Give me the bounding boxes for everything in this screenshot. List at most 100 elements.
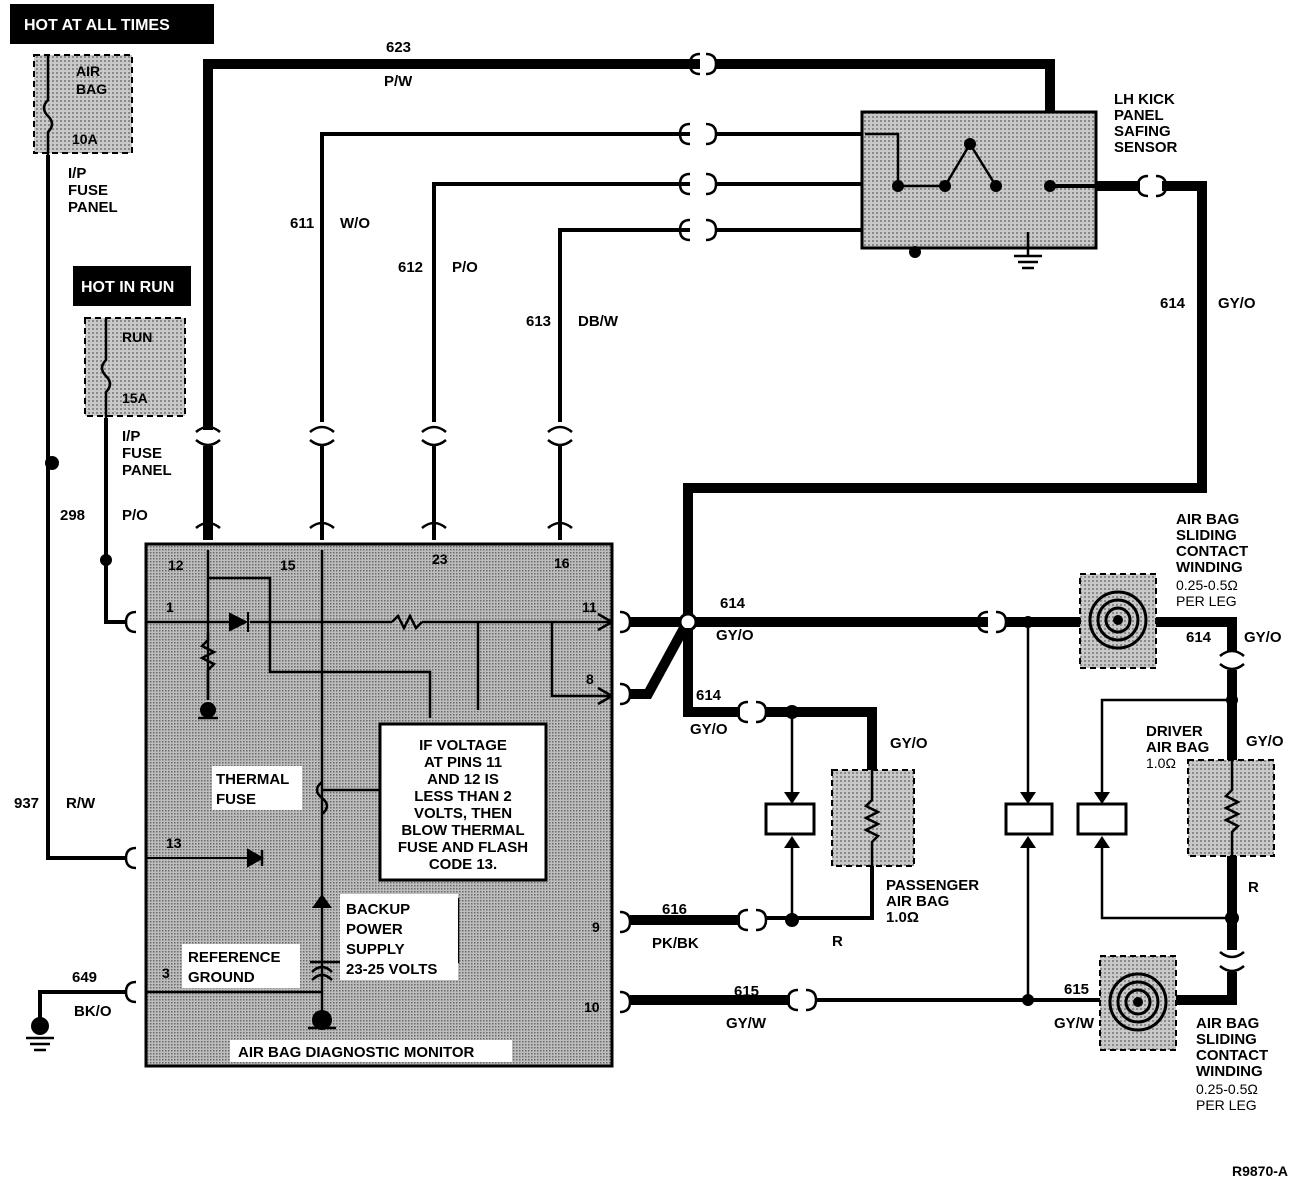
wire-649 [38, 990, 126, 1020]
sensor-label-2: PANEL [1114, 107, 1164, 124]
svg-text:AND 12 IS: AND 12 IS [427, 771, 499, 788]
wire-gyo-passenger: GY/O [890, 735, 928, 752]
contact-bottom-label-3: CONTACT [1196, 1047, 1268, 1064]
thermal-fuse-label-2: FUSE [216, 791, 256, 808]
svg-text:BAG: BAG [76, 81, 107, 97]
passenger-air-bag [831, 769, 915, 867]
airbag-fuse-10a: AIR BAG 10A [33, 54, 133, 156]
sliding-contact-winding-top [1079, 573, 1157, 669]
contact-bottom-label-6: PER LEG [1196, 1097, 1257, 1113]
sensor-label-1: LH KICK [1114, 91, 1175, 108]
backup-power-label-4: 23-25 VOLTS [346, 961, 437, 978]
contact-bottom-label: AIR BAG [1196, 1015, 1259, 1032]
contact-bottom-label-2: SLIDING [1196, 1031, 1257, 1048]
contact-top-label-3: CONTACT [1176, 543, 1248, 560]
wire-298-color: P/O [122, 507, 148, 524]
wire-623-number: 623 [386, 39, 411, 56]
wire-615-right-color: GY/W [1054, 1015, 1095, 1032]
sliding-contact-winding-bottom [1099, 955, 1177, 1051]
pin-1: 1 [166, 599, 174, 615]
run-fuse-15a: RUN 15A [84, 317, 186, 420]
wire-298 [104, 418, 126, 624]
center-squib-box [1004, 802, 1054, 836]
driver-label: DRIVER [1146, 723, 1203, 740]
wire-612 [432, 182, 895, 422]
pin-11: 11 [582, 599, 597, 615]
voltage-note-box: IF VOLTAGE AT PINS 11 AND 12 IS LESS THA… [378, 722, 548, 882]
contact-top-label-4: WINDING [1176, 559, 1243, 576]
hot-at-all-times-header: HOT AT ALL TIMES [10, 4, 214, 44]
pin-3: 3 [162, 965, 170, 981]
wire-614-mid-color: GY/O [716, 627, 754, 644]
wire-615-left-color: GY/W [726, 1015, 767, 1032]
wire-r-driver: R [1248, 879, 1259, 896]
wire-611-number: 611 [290, 215, 314, 232]
fuse-panel-label-1c: PANEL [68, 199, 118, 216]
wire-937-color: R/W [66, 795, 96, 812]
hot-in-run-header: HOT IN RUN [73, 266, 191, 306]
wire-649-number: 649 [72, 969, 97, 986]
wire-614-low [683, 628, 740, 717]
driver-label-3: 1.0Ω [1146, 755, 1176, 771]
wire-613-color: DB/W [578, 313, 619, 330]
backup-power-label-2: POWER [346, 921, 403, 938]
driver-air-bag [1187, 759, 1275, 857]
wire-612-color: P/O [452, 259, 478, 276]
fuse-panel-label-1b: FUSE [68, 182, 108, 199]
contact-bottom-label-4: WINDING [1196, 1063, 1263, 1080]
svg-text:FUSE AND FLASH: FUSE AND FLASH [398, 839, 528, 856]
wire-623-color: P/W [384, 73, 413, 90]
thermal-fuse-label: THERMAL [216, 771, 289, 788]
splice-dot [45, 456, 59, 470]
svg-text:AT PINS 11: AT PINS 11 [424, 754, 502, 771]
sensor-label-3: SAFING [1114, 123, 1171, 140]
backup-power-label: BACKUP [346, 901, 410, 918]
wire-615-right-number: 615 [1064, 981, 1089, 998]
pin-8: 8 [586, 671, 594, 687]
fuse-panel-label-2c: PANEL [122, 462, 172, 479]
wire-614-mid-number: 614 [720, 595, 746, 612]
svg-text:RUN: RUN [122, 329, 152, 345]
svg-text:LESS THAN 2: LESS THAN 2 [414, 788, 512, 805]
wire-614-right-color: GY/O [1244, 629, 1282, 646]
wire-616-color: PK/BK [652, 935, 699, 952]
fuse-panel-label-2b: FUSE [122, 445, 162, 462]
driver-label-2: AIR BAG [1146, 739, 1209, 756]
contact-top-label-2: SLIDING [1176, 527, 1237, 544]
backup-power-label-bg [340, 894, 458, 980]
contact-top-label-6: PER LEG [1176, 593, 1237, 609]
reference-ground-label-bg [182, 944, 300, 988]
top-pin-connectors [195, 425, 573, 529]
wire-613-number: 613 [526, 313, 551, 330]
driver-squib-box [1076, 802, 1128, 836]
wire-611 [320, 132, 865, 422]
lh-kick-panel-safing-sensor [860, 110, 1098, 270]
wire-616-number: 616 [662, 901, 687, 918]
svg-text:BLOW THERMAL: BLOW THERMAL [401, 822, 524, 839]
thermal-fuse-label-bg [212, 766, 302, 810]
contact-top-label: AIR BAG [1176, 511, 1239, 528]
monitor-title: AIR BAG DIAGNOSTIC MONITOR [238, 1044, 475, 1061]
wire-937 [46, 155, 126, 860]
wire-614-low-color: GY/O [690, 721, 728, 738]
svg-text:CODE 13.: CODE 13. [429, 856, 497, 873]
reference-ground-label: REFERENCE [188, 949, 281, 966]
wire-614-top-number: 614 [1160, 295, 1186, 312]
wire-649-color: BK/O [74, 1003, 112, 1020]
wire-298-number: 298 [60, 507, 85, 524]
contact-top-label-5: 0.25-0.5Ω [1176, 577, 1238, 593]
wire-r-passenger: R [832, 933, 843, 950]
wire-614-low-number: 614 [696, 687, 722, 704]
wire-614-top [683, 181, 1207, 620]
passenger-label-3: 1.0Ω [886, 909, 919, 926]
svg-text:IF VOLTAGE: IF VOLTAGE [419, 737, 507, 754]
passenger-label-2: AIR BAG [886, 893, 949, 910]
wire-614-right-number: 614 [1186, 629, 1212, 646]
svg-text:HOT IN RUN: HOT IN RUN [81, 279, 174, 296]
pin-16: 16 [554, 555, 570, 571]
figure-id: R9870-A [1232, 1163, 1288, 1179]
wire-611-color: W/O [340, 215, 370, 232]
svg-text:15A: 15A [122, 390, 148, 406]
svg-text:VOLTS, THEN: VOLTS, THEN [414, 805, 512, 822]
